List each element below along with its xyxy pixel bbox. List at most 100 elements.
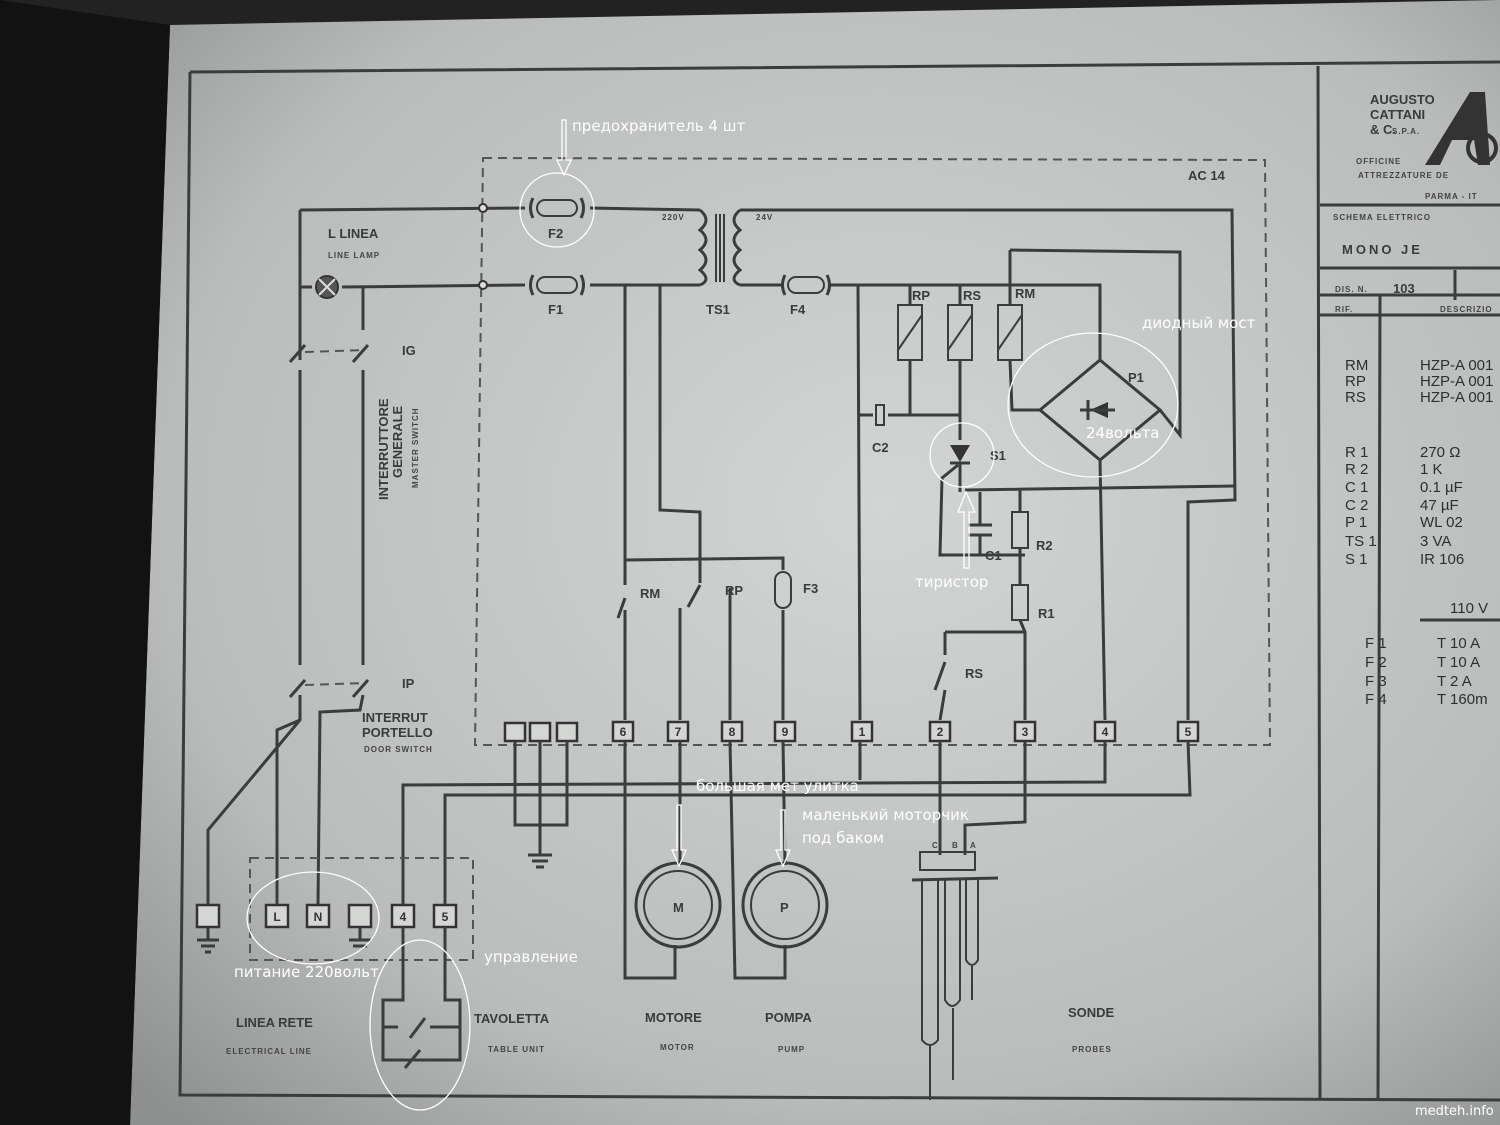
motore-label: MOTORE (645, 1010, 702, 1025)
relay-coil-rs (947, 304, 973, 361)
ig-label: IG (402, 343, 416, 358)
linea-rete-label: LINEA RETE (236, 1015, 313, 1030)
part-value: WL 02 (1420, 514, 1463, 531)
control-annotation: управление (484, 948, 578, 966)
office-line-2: ATTREZZATURE DE (1358, 171, 1449, 180)
fuse-ref: F 2 (1365, 654, 1387, 671)
part-value: IR 106 (1420, 551, 1464, 568)
part-ref: P 1 (1345, 514, 1367, 531)
fuse-value: T 160m (1437, 691, 1488, 708)
annotations: предохранитель 4 шт диодный мост 24вольт… (234, 117, 1256, 1111)
table-unit-label: TABLE UNIT (488, 1045, 545, 1054)
bridge-circle (1007, 332, 1179, 478)
junction (478, 203, 488, 213)
sonde-label: SONDE (1068, 1005, 1115, 1020)
master-switch-label-en: MASTER SWITCH (411, 407, 420, 488)
fuses-annotation: предохранитель 4 шт (572, 117, 745, 135)
terminal-number: 9 (782, 725, 789, 739)
probes (911, 851, 999, 1100)
sw-rs-label: RS (965, 666, 983, 681)
power-annotation: питание 220вольт (234, 963, 379, 981)
watermark: medteh.info (1415, 1104, 1494, 1119)
part-value: 0.1 µF (1420, 479, 1463, 496)
part-value: HZP-A 001 (1420, 389, 1493, 406)
ip-label: IP (402, 676, 415, 691)
terminal-number: 6 (620, 725, 627, 739)
fuse-circle (519, 172, 595, 248)
ts1-label: TS1 (706, 302, 730, 317)
r1-label: R1 (1038, 606, 1055, 621)
part-ref: RS (1345, 389, 1366, 406)
small-motor-annotation-2: под баком (802, 829, 884, 847)
dis-label: DIS. N. (1335, 285, 1368, 294)
fuse-ref: F 1 (1365, 635, 1387, 652)
terminal-number: 3 (1022, 725, 1029, 739)
part-value: HZP-A 001 (1420, 373, 1493, 390)
24v-annotation: 24вольта (1086, 424, 1159, 442)
terminal-number: 2 (937, 725, 944, 739)
city-label: PARMA - IT (1425, 192, 1478, 201)
part-ref: S 1 (1345, 551, 1368, 568)
control-circle (369, 939, 471, 1111)
rs-label: RS (963, 288, 981, 303)
terminal-4: 4 (400, 910, 407, 924)
part-ref: TS 1 (1345, 533, 1377, 550)
voltage-header: 110 V (1450, 600, 1488, 617)
small-motor-annotation: маленький моторчик (802, 806, 969, 824)
rp-label: RP (912, 288, 930, 303)
pump-label: PUMP (778, 1045, 805, 1054)
schema-label: SCHEMA ELETTRICO (1333, 213, 1431, 222)
tavoletta-label: TAVOLETTA (474, 1011, 550, 1026)
c1-label: C1 (985, 548, 1002, 563)
c2-label: C2 (872, 440, 889, 455)
fuse-value: T 10 A (1437, 654, 1480, 671)
mains-terminal-block (195, 903, 458, 954)
door-switch-label-en: DOOR SWITCH (364, 745, 433, 754)
terminal-l: L (273, 910, 280, 924)
arrow-down-icon (555, 119, 573, 177)
terminal-5: 5 (442, 910, 449, 924)
fuse-value: T 2 A (1437, 673, 1472, 690)
descr-label: DESCRIZIO (1440, 305, 1493, 314)
terminal-number: 7 (675, 725, 682, 739)
fuse-ref: F 4 (1365, 691, 1387, 708)
arrow-down-icon (775, 809, 791, 868)
f4-label: F4 (790, 302, 806, 317)
part-ref: R 1 (1345, 444, 1368, 461)
fuse-f1 (529, 274, 585, 296)
controller-enclosure (473, 156, 1272, 746)
sheet-border (178, 60, 1500, 1102)
ground-terminal-block (503, 721, 579, 869)
resistor-r1 (1011, 584, 1029, 621)
frame-edge (0, 0, 170, 1125)
terminal-number: 5 (1185, 725, 1192, 739)
part-ref: RM (1345, 357, 1368, 374)
terminal-box (720, 720, 744, 743)
part-ref: C 1 (1345, 479, 1368, 496)
fuse-f2 (529, 197, 585, 219)
probe-letter-b: B (952, 841, 959, 850)
mains-wires (298, 206, 701, 330)
office-line-1: OFFICINE (1356, 157, 1401, 166)
part-value: 1 K (1420, 461, 1443, 478)
line-lamp-label-en: LINE LAMP (328, 251, 380, 260)
company-suffix: S.P.A. (1392, 127, 1420, 136)
diode-bridge-annotation: диодный мост (1142, 314, 1256, 332)
company-name-2: CATTANI (1370, 107, 1425, 122)
part-value: 3 VA (1420, 533, 1451, 550)
thyristor-annotation: тиристор (915, 573, 988, 591)
pump-p-label: P (780, 900, 789, 915)
line-lamp-label: L LINEA (328, 226, 379, 241)
relay-coil-rp (897, 304, 923, 361)
company-logo (1425, 92, 1498, 165)
rif-label: RIF. (1335, 305, 1353, 314)
table-unit-switches (381, 927, 462, 1069)
terminal-n: N (314, 910, 323, 924)
terminal-box (773, 720, 797, 743)
sw-rp-label: RP (725, 583, 743, 598)
lamp-cross (318, 278, 336, 296)
junction (478, 280, 488, 290)
p1-label: P1 (1128, 370, 1144, 385)
secondary-wires (740, 208, 1237, 720)
